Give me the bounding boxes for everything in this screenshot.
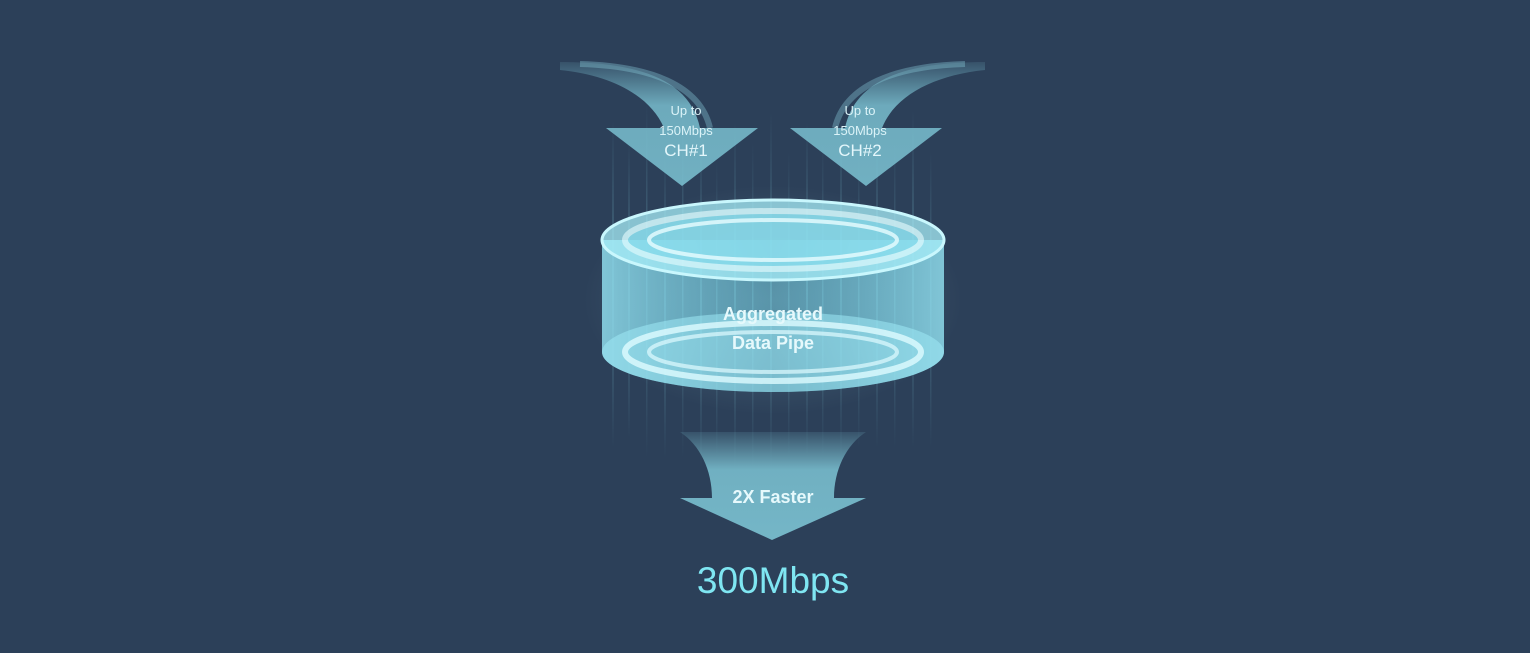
speedup-label: 2X Faster <box>732 487 814 507</box>
aggregated-pipe-cylinder <box>583 185 963 415</box>
pipe-label-line-1: Aggregated <box>722 304 824 324</box>
channel-2-speed: 150Mbps <box>833 123 887 138</box>
pipe-label-line-2: Data Pipe <box>731 333 815 353</box>
channel-2-name: CH#2 <box>838 141 882 160</box>
channel-1-name: CH#1 <box>664 141 708 160</box>
output-arrow <box>680 432 866 540</box>
channel-1-up-to: Up to <box>670 103 702 118</box>
channel-1-arrow <box>560 61 758 186</box>
channel-1-speed: 150Mbps <box>659 123 713 138</box>
total-speed: 300Mbps <box>696 560 850 601</box>
channel-2-up-to: Up to <box>844 103 876 118</box>
channel-2-arrow <box>790 61 985 186</box>
